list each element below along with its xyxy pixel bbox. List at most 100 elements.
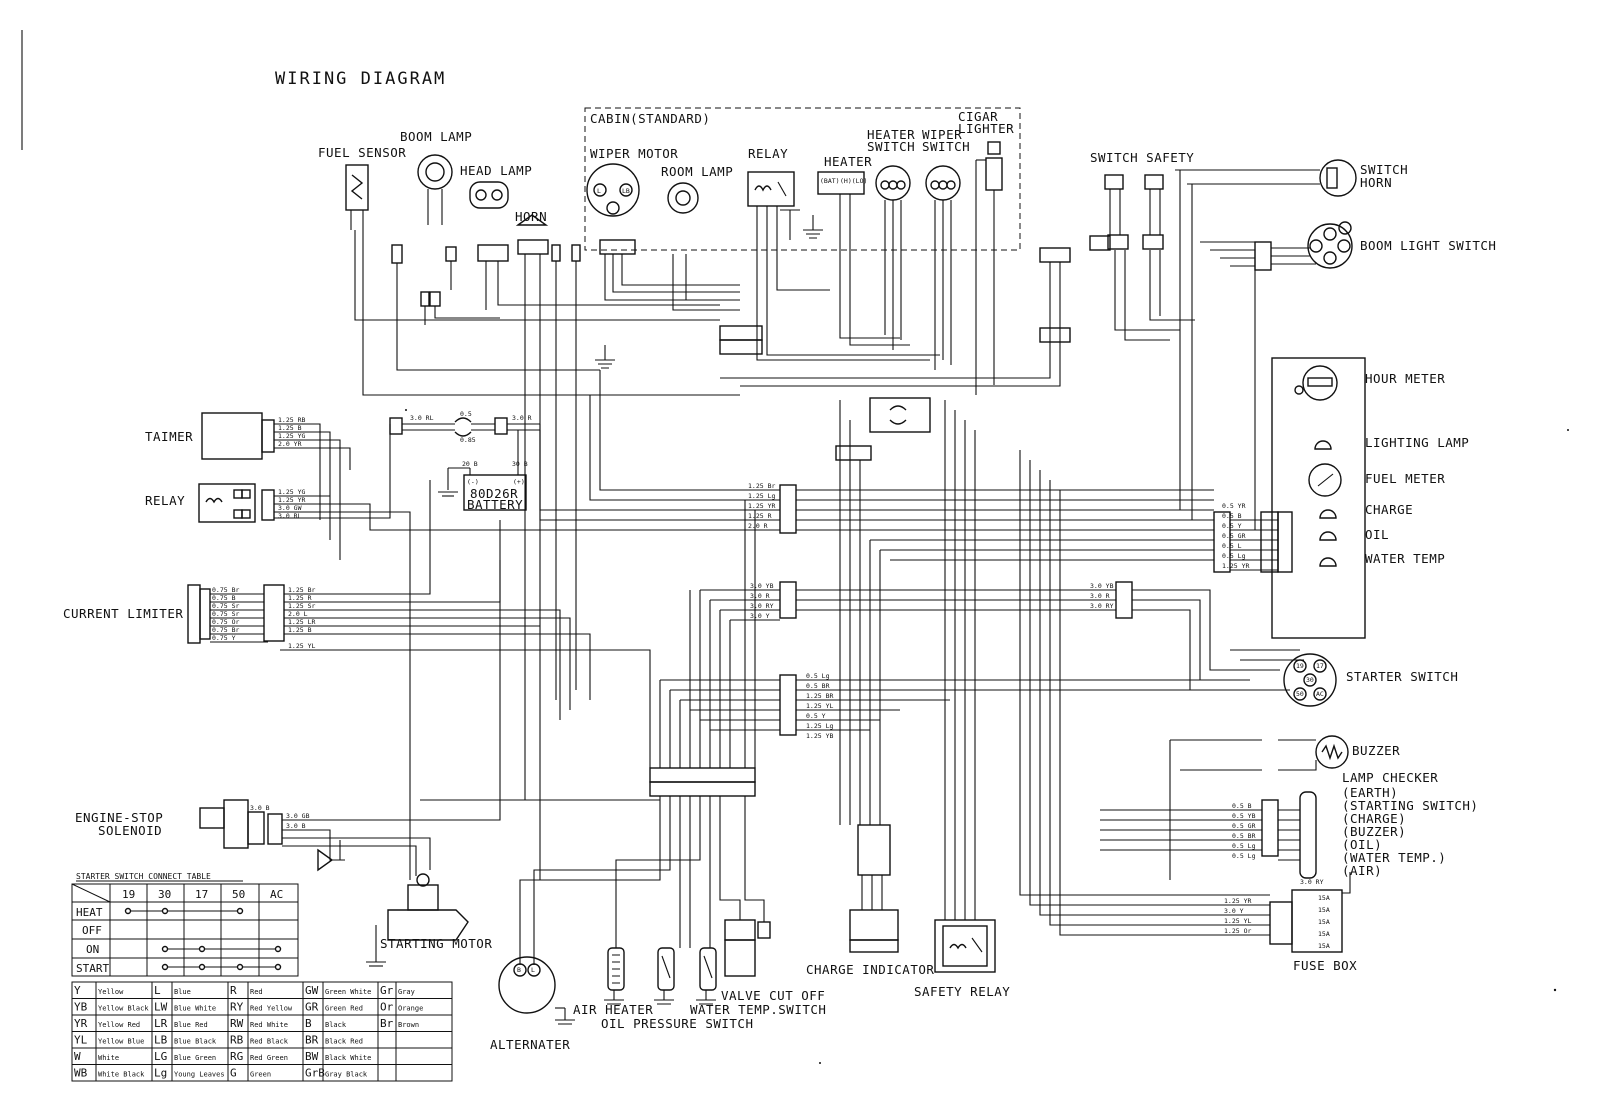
heater-switch-label-2: SWITCH: [867, 139, 915, 154]
wire-code: 2.0 R: [748, 522, 768, 530]
meter-connector: [1277, 511, 1293, 573]
color-code: Br: [380, 1017, 394, 1030]
oil-lamp: [1319, 531, 1337, 541]
wire-code-labels: 0.75 Br 0.75 B 0.75 Sr 0.75 Sr 0.75 Or 0…: [212, 410, 1324, 935]
wire-code: 1.25 Or: [1224, 927, 1251, 935]
cabin-boundary: [584, 107, 1021, 251]
scan-dot: [405, 409, 407, 411]
color-name: Blue Black: [174, 1038, 217, 1046]
starting-motor-label: STARTING MOTOR: [380, 936, 492, 951]
head-lamp-label: HEAD LAMP: [460, 163, 532, 178]
starter-switch: 19 17 30 50 AC: [1283, 653, 1337, 707]
charge-indicator: [849, 909, 899, 953]
wire-code: 1.25 Lg: [806, 722, 833, 730]
fuse-rating: 15A: [1318, 894, 1330, 902]
fuel-sensor-label: FUEL SENSOR: [318, 145, 406, 160]
color-name: Blue White: [174, 1005, 216, 1013]
fuse-box-label: FUSE BOX: [1293, 958, 1357, 973]
color-code: GR: [305, 1001, 319, 1014]
color-name: Green White: [325, 988, 371, 996]
wire-code: 0.5 BR: [1232, 832, 1256, 840]
switch-horn-label-2: HORN: [1360, 175, 1392, 190]
color-name: Gray: [398, 988, 415, 996]
wire-code: 0.5 Y: [806, 712, 826, 720]
starter-table-col: 19: [122, 888, 135, 901]
scan-dot: [819, 1062, 821, 1064]
cigar-lighter-label-2: LIGHTER: [958, 121, 1014, 136]
wire-code: 0.5 Lg: [1232, 842, 1256, 850]
lamp-checker-item: (WATER TEMP.): [1342, 850, 1446, 865]
starter-table-col: 50: [232, 888, 245, 901]
wire-code: 1.25 B: [278, 424, 302, 432]
wire-code: 3.0 Y: [1224, 907, 1244, 915]
color-code: LB: [154, 1034, 168, 1047]
color-name: Brown: [398, 1021, 419, 1029]
color-code: LW: [154, 1001, 168, 1014]
alternater-label: ALTERNATER: [490, 1037, 570, 1052]
svg-text:(BAT): (BAT): [820, 177, 840, 185]
wire-code: 1.25 Br: [288, 586, 315, 594]
water-temp-lamp: [1319, 557, 1337, 567]
heater-label: HEATER: [824, 154, 872, 169]
engine-stop-label-2: SOLENOID: [98, 823, 162, 838]
taimer: [201, 412, 275, 460]
color-name: Red Black: [250, 1038, 289, 1046]
color-name: Green Red: [325, 1005, 363, 1013]
wire-code: 0.75 Or: [212, 618, 239, 626]
color-name: Red Yellow: [250, 1005, 293, 1013]
relay-label: RELAY: [145, 493, 185, 508]
wire-code: 0.5 YR: [1222, 502, 1246, 510]
wire-code: 0.5 BR: [806, 682, 830, 690]
fuse-rating: 15A: [1318, 918, 1330, 926]
battery-label: BATTERY: [467, 497, 523, 512]
wire-code: 0.5 GR: [1222, 532, 1246, 540]
meter-panel: [1271, 357, 1366, 639]
wire-code: 1.25 YL: [288, 642, 315, 650]
wire-code: 0.75 Sr: [212, 610, 239, 618]
wire-code: 1.25 Br: [748, 482, 775, 490]
buzzer-label: BUZZER: [1352, 743, 1400, 758]
color-name: Orange: [398, 1005, 423, 1013]
wire-code: 3.0 RY: [1300, 878, 1324, 886]
wire-code: 0.5: [460, 410, 472, 418]
color-name: Blue Red: [174, 1021, 208, 1029]
wire-code: 1.25 YG: [278, 432, 305, 440]
hour-meter: [1294, 365, 1338, 401]
wire-code: 1.25 B: [288, 626, 312, 634]
fuse-rating: 15A: [1318, 942, 1330, 950]
wire-code: 0.75 Br: [212, 586, 239, 594]
lamp-checker-item: (BUZZER): [1342, 824, 1406, 839]
fuel-meter: [1308, 463, 1342, 497]
color-code: BR: [305, 1034, 319, 1047]
starter-table-col: AC: [270, 888, 283, 901]
wire-code: 1.25 R: [288, 594, 312, 602]
boom-lamp-label: BOOM LAMP: [400, 129, 472, 144]
color-code: Or: [380, 1001, 394, 1014]
cigar-lighter: [975, 141, 1003, 242]
wire-code: 0.5 Lg: [1232, 852, 1256, 860]
svg-text:L: L: [531, 966, 535, 974]
switch-horn-label-1: SWITCH: [1360, 162, 1408, 177]
color-name: Blue Green: [174, 1054, 216, 1062]
color-code: YL: [74, 1034, 88, 1047]
color-code: LG: [154, 1050, 167, 1063]
wire-code: 1.25 YB: [806, 732, 833, 740]
color-name: Black Red: [325, 1038, 363, 1046]
charge-label: CHARGE: [1365, 502, 1413, 517]
color-name: Yellow Black: [98, 1005, 149, 1013]
color-name: Yellow: [98, 988, 124, 996]
heater: (BAT) (H)(LO): [817, 171, 867, 195]
boom-lamp: [417, 154, 453, 225]
battery: (-) (+): [438, 452, 527, 511]
wire-code: 0.75 B: [212, 594, 236, 602]
wire-code: 3.0 Y: [750, 612, 770, 620]
wire-code: 0.5 Lg: [1222, 552, 1246, 560]
color-code: R: [230, 984, 237, 997]
wire-code: 1.25 YR: [1224, 897, 1251, 905]
charge-indicator-label: CHARGE INDICATOR: [806, 962, 934, 977]
hour-meter-label: HOUR METER: [1365, 371, 1445, 386]
heater-switch: [875, 165, 911, 201]
air-heater: [607, 947, 625, 991]
fuse-labels: 15A 15A 15A 15A 15A: [1318, 894, 1330, 950]
